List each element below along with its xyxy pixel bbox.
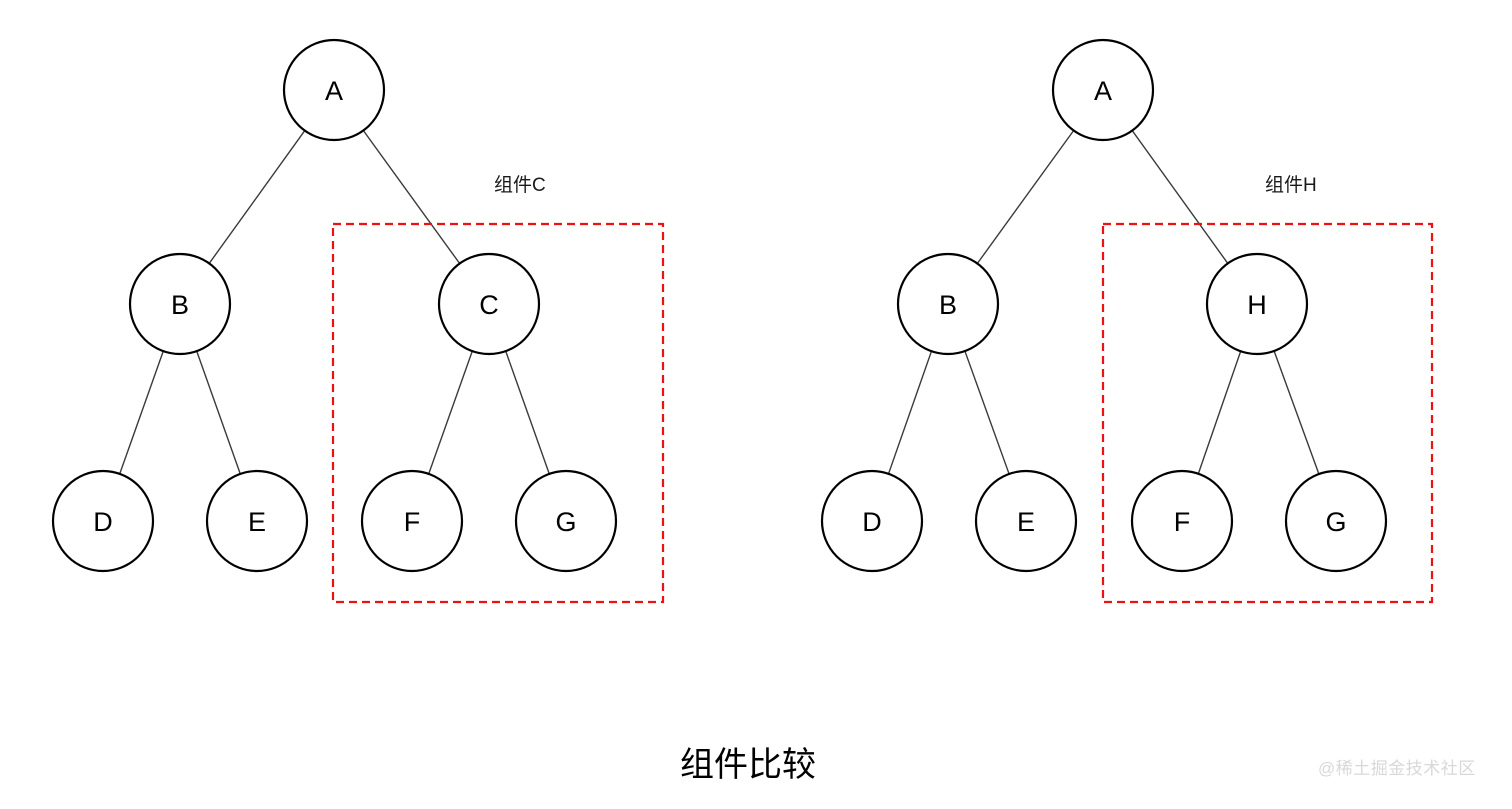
node-circle-E — [974, 469, 1078, 573]
node-right-tree-B[interactable]: B — [896, 252, 1000, 356]
node-circle-B — [128, 252, 232, 356]
node-left-tree-E[interactable]: E — [205, 469, 309, 573]
node-label-F: F — [404, 507, 421, 537]
group-label-left: 组件C — [494, 175, 546, 196]
node-circle-D — [820, 469, 924, 573]
node-right-tree-A[interactable]: A — [1051, 38, 1155, 142]
node-right-tree-D[interactable]: D — [820, 469, 924, 573]
node-label-G: G — [555, 507, 576, 537]
edge-right-tree-B-E — [964, 350, 1010, 475]
node-right-tree-F[interactable]: F — [1130, 469, 1234, 573]
watermark: @稀土掘金技术社区 — [1318, 759, 1476, 778]
figure-title: 组件比较 — [680, 746, 816, 784]
node-right-tree-G[interactable]: G — [1284, 469, 1388, 573]
node-right-tree-E[interactable]: E — [974, 469, 1078, 573]
node-label-B: B — [171, 290, 189, 320]
edge-right-tree-A-B — [976, 130, 1075, 264]
edge-right-tree-B-D — [887, 350, 933, 475]
node-left-tree-G[interactable]: G — [514, 469, 618, 573]
node-label-H: H — [1247, 290, 1267, 320]
node-label-G: G — [1325, 507, 1346, 537]
node-label-D: D — [93, 507, 113, 537]
node-label-B: B — [939, 290, 957, 320]
node-circle-A — [282, 38, 386, 142]
node-label-E: E — [1017, 507, 1035, 537]
edge-left-tree-C-F — [428, 350, 473, 475]
group-boxes-layer — [331, 222, 1434, 604]
node-left-tree-A[interactable]: A — [282, 38, 386, 142]
node-label-A: A — [325, 76, 343, 106]
node-label-D: D — [862, 507, 882, 537]
edge-right-tree-A-H — [1131, 130, 1229, 264]
node-circle-F — [1130, 469, 1234, 573]
node-label-E: E — [248, 507, 266, 537]
node-left-tree-F[interactable]: F — [360, 469, 464, 573]
edge-left-tree-A-C — [362, 130, 461, 264]
node-circle-E — [205, 469, 309, 573]
nodes-layer: A B C D E F G A B H D E F G — [51, 38, 1388, 573]
node-left-tree-B[interactable]: B — [128, 252, 232, 356]
edge-left-tree-B-E — [196, 350, 241, 475]
edges-layer — [119, 130, 1320, 475]
node-left-tree-D[interactable]: D — [51, 469, 155, 573]
node-circle-A — [1051, 38, 1155, 142]
edge-left-tree-B-D — [119, 350, 164, 475]
edge-left-tree-A-B — [208, 130, 306, 264]
edge-right-tree-H-F — [1197, 351, 1242, 474]
node-right-tree-H[interactable]: H — [1205, 252, 1309, 356]
node-circle-F — [360, 469, 464, 573]
node-circle-G — [1284, 469, 1388, 573]
group-box-left-tree — [331, 222, 665, 604]
node-circle-C — [437, 252, 541, 356]
group-label-right: 组件H — [1265, 175, 1317, 196]
edge-right-tree-H-G — [1273, 350, 1320, 475]
node-label-F: F — [1174, 507, 1191, 537]
node-circle-D — [51, 469, 155, 573]
node-circle-G — [514, 469, 618, 573]
node-circle-B — [896, 252, 1000, 356]
node-circle-H — [1205, 252, 1309, 356]
group-box-right-tree — [1101, 222, 1434, 604]
edge-left-tree-C-G — [505, 350, 550, 475]
node-left-tree-C[interactable]: C — [437, 252, 541, 356]
node-label-A: A — [1094, 76, 1112, 106]
node-label-C: C — [479, 290, 499, 320]
